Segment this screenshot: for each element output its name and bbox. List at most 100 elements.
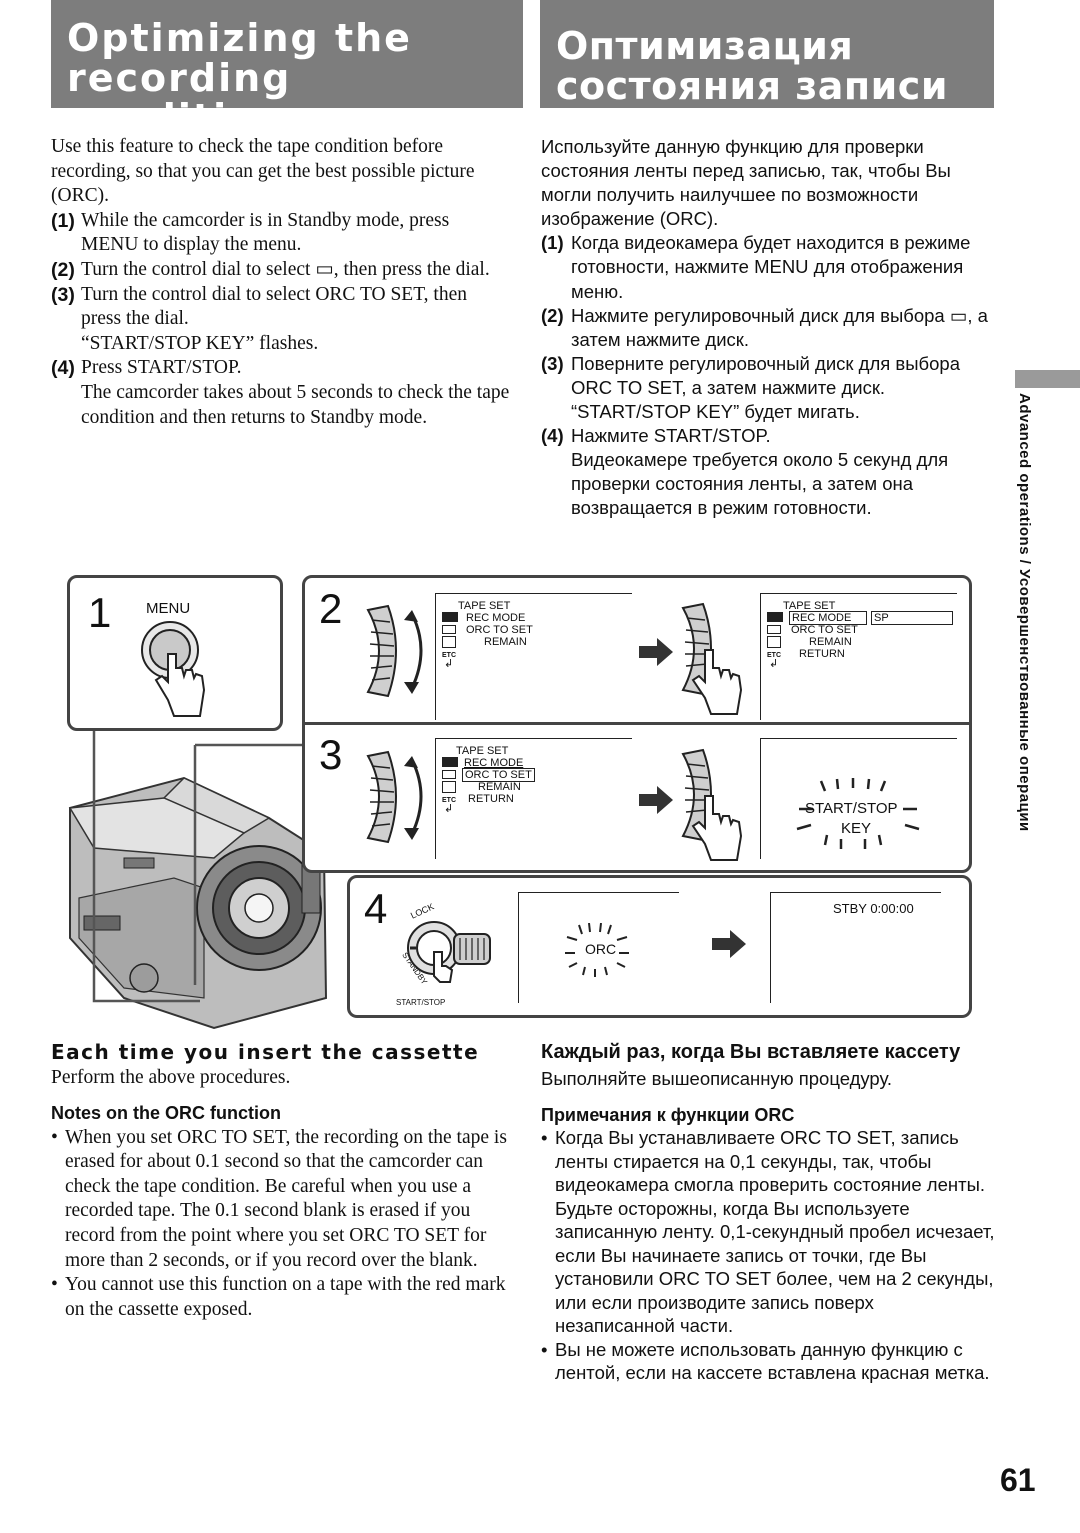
en-intro: Use this feature to check the tape condi…: [51, 136, 475, 207]
en-notes-title: Notes on the ORC function: [51, 1102, 281, 1123]
screen-title: TAPE SET: [458, 600, 511, 612]
ru-notes-title: Примечания к функции ORC: [541, 1105, 795, 1126]
menu-screen-2b: TAPE SET REC MODE SP ORC TO SET REMAIN R…: [760, 593, 957, 720]
orc-screen: ORC: [518, 892, 679, 1003]
title-ru-line2: состояния записи: [556, 64, 948, 108]
page-number: 61: [1000, 1462, 1036, 1498]
ru-note-2: Вы не можете использовать данную функцию…: [541, 1338, 996, 1385]
start-stop-key-line2: KEY: [841, 820, 872, 837]
flash-rays-icon: [565, 923, 629, 977]
tape-icon: [442, 625, 456, 634]
en-note-2: You cannot use this function on a tape w…: [51, 1273, 521, 1322]
screen-title: TAPE SET: [783, 600, 836, 612]
title-en-line2: recording condition: [67, 56, 292, 140]
tape-icon: [767, 625, 781, 634]
step-1-number: 1: [88, 589, 112, 636]
camera-icon: [442, 612, 458, 622]
en-step-4: (4)Press START/STOP.: [51, 357, 242, 380]
en-note-1: When you set ORC TO SET, the recording o…: [51, 1126, 521, 1274]
arrow-right-icon: [639, 786, 673, 814]
step-3-number: 3: [319, 731, 343, 778]
return-arrow-icon: ↲: [769, 658, 779, 670]
ru-step-3-note: “START/STOP KEY” будет мигать.: [571, 401, 860, 423]
etc-icon: ETC: [442, 652, 456, 659]
menu-screen-2a: TAPE SET REC MODE ORC TO SET REMAIN ETC …: [435, 593, 632, 720]
ru-step-3: (3)Поверните регулировочный диск для выб…: [541, 352, 960, 398]
section-vertical-label: Advanced operations / Усовершенствованны…: [1016, 393, 1033, 832]
ru-step-4: (4)Нажмите START/STOP.: [541, 425, 771, 447]
return-arrow-icon: ↲: [444, 658, 454, 670]
sp-option: SP: [871, 611, 953, 625]
ru-note-1: Когда Вы устанавливаете ORC TO SET, запи…: [541, 1126, 996, 1338]
control-dial-turn-icon: [366, 750, 423, 844]
orc-indicator: ORC: [585, 941, 617, 957]
etc-icon: ETC: [767, 652, 781, 659]
orc-to-set-item: ORC TO SET: [466, 624, 533, 636]
en-section-title: Each time you insert the cassette: [51, 1040, 480, 1064]
etc-icon: ETC: [442, 797, 456, 804]
standby-screen: STBY 0:00:00: [770, 892, 941, 1003]
flash-rays-icon: [796, 778, 920, 849]
ru-section-title: Каждый раз, когда Вы вставляете кассету: [541, 1041, 961, 1063]
camcorder-illustration: [68, 776, 328, 1030]
en-cassette-section: Each time you insert the cassette Perfor…: [51, 1040, 521, 1322]
panel-divider: [305, 722, 969, 725]
callout-lines: [92, 725, 305, 1003]
ru-intro: Используйте данную функцию для проверки …: [541, 136, 951, 230]
orc-to-set-item: ORC TO SET: [791, 624, 858, 636]
en-step-2: (2)Turn the control dial to select ▭, th…: [51, 258, 490, 281]
title-banner-en: Optimizing the recording condition: [51, 0, 523, 138]
en-section-text: Perform the above procedures.: [51, 1067, 291, 1088]
en-step-1: (1)While the camcorder is in Standby mod…: [51, 209, 450, 256]
vtr-icon: [767, 636, 781, 648]
step-2-3-panel: 2 3 TAPE SET REC MODE ORC TO SET REMAIN …: [302, 575, 972, 873]
rec-mode-item-selected: REC MODE: [789, 611, 867, 625]
control-dial-turn-icon: [366, 604, 423, 698]
ru-step-1: (1)Когда видеокамера будет находится в р…: [541, 232, 971, 302]
en-instructions: Use this feature to check the tape condi…: [51, 135, 511, 430]
remain-item: REMAIN: [809, 636, 852, 648]
rec-mode-item: REC MODE: [466, 612, 526, 624]
step-4-panel: 4 LOCK STANDBY START/STOP ORC STBY 0:00:…: [347, 875, 972, 1018]
menu-screen-3a: TAPE SET REC MODE ORC TO SET REMAIN RETU…: [435, 738, 632, 859]
step-4-number: 4: [364, 885, 388, 932]
stby-counter: STBY 0:00:00: [833, 901, 914, 916]
step-1-panel: 1 MENU: [67, 575, 283, 731]
title-ru-line1: Оптимизация: [556, 24, 854, 68]
arrow-right-icon: [712, 930, 746, 958]
vtr-icon: [442, 636, 456, 648]
section-tab-marker: [1015, 370, 1080, 388]
start-stop-button-press-icon: [407, 921, 491, 983]
title-en-line1: Optimizing the: [67, 16, 412, 60]
start-stop-label: START/STOP: [396, 998, 446, 1007]
return-arrow-icon: ↲: [444, 803, 454, 815]
menu-button-press-icon: [141, 621, 206, 717]
return-item: RETURN: [468, 793, 514, 805]
ru-cassette-section: Каждый раз, когда Вы вставляете кассету …: [541, 1040, 996, 1385]
remain-item: REMAIN: [484, 636, 527, 648]
start-stop-key-screen: START/STOP KEY: [760, 738, 957, 859]
return-item: RETURN: [799, 648, 845, 660]
ru-instructions: Используйте данную функцию для проверки …: [541, 135, 991, 521]
en-step-4-note: The camcorder takes about 5 seconds to c…: [81, 381, 510, 428]
step-2-number: 2: [319, 585, 343, 632]
en-step-3-note: “START/STOP KEY” flashes.: [81, 332, 319, 354]
menu-button-label: MENU: [146, 600, 191, 617]
ru-step-2: (2)Нажмите регулировочный диск для выбор…: [541, 304, 988, 350]
remain-item: REMAIN: [478, 781, 521, 793]
ru-step-4-note: Видеокамере требуется около 5 секунд для…: [571, 449, 949, 519]
en-step-3: (3)Turn the control dial to select ORC T…: [51, 283, 468, 330]
camera-icon: [442, 757, 458, 767]
tape-icon: [442, 770, 456, 779]
arrow-right-icon: [639, 638, 673, 666]
start-stop-key-line1: START/STOP: [805, 800, 898, 817]
vtr-icon: [442, 781, 456, 793]
camera-icon: [767, 612, 783, 622]
screen-title: TAPE SET: [456, 745, 509, 757]
ru-section-text: Выполняйте вышеописанную процедуру.: [541, 1068, 893, 1089]
dial-press-icon: [681, 602, 743, 715]
rec-mode-item: REC MODE: [464, 757, 524, 769]
orc-to-set-item-selected: ORC TO SET: [462, 768, 535, 782]
title-banner-ru: Оптимизация состояния записи: [540, 0, 994, 108]
dial-press-icon: [681, 748, 743, 861]
